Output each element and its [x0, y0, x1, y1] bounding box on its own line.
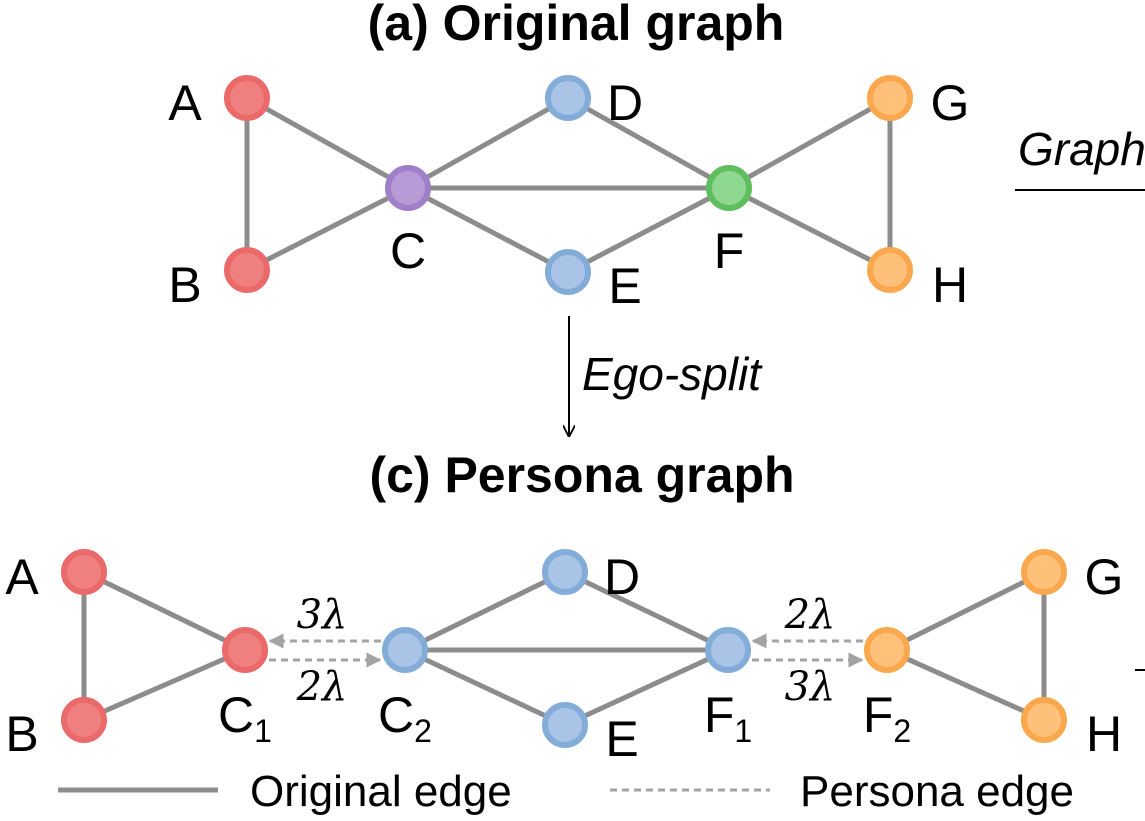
- persona-node-c2: [382, 627, 428, 673]
- persona-node-f2: [864, 627, 910, 673]
- persona-node-label-d: D: [604, 549, 640, 605]
- persona-node-label-c1: C1: [218, 687, 272, 749]
- original-edge-e-f: [566, 185, 731, 275]
- persona-node-label-f1: F1: [704, 687, 752, 749]
- original-node-label-d: D: [607, 75, 643, 131]
- persona-edge-e-f1: [563, 647, 730, 728]
- persona-node-label-g: G: [1085, 549, 1124, 605]
- persona-node-d: [542, 549, 588, 595]
- original-edge-d-f: [566, 95, 731, 191]
- persona-node-e: [542, 702, 588, 748]
- original-graph-labels: A B C D E F G H: [168, 75, 969, 314]
- persona-edge-weight-f1-f2: 3λ: [785, 664, 836, 710]
- original-edge-c-d: [406, 95, 570, 191]
- original-edge-f-h: [727, 185, 892, 273]
- legend-original-edge-label: Original edge: [250, 767, 512, 816]
- persona-node-h: [1021, 697, 1067, 743]
- persona-node-a: [61, 549, 107, 595]
- original-node-label-a: A: [168, 75, 202, 131]
- persona-edge-c2-e: [403, 647, 567, 728]
- persona-edge-d-f1: [563, 569, 730, 653]
- persona-node-b: [61, 697, 107, 743]
- persona-graph-nodes: [61, 549, 1067, 748]
- original-node-label-b: B: [168, 257, 201, 313]
- legend-persona-edge-label: Persona edge: [800, 767, 1074, 816]
- original-edge-c-e: [406, 185, 570, 275]
- persona-edge-a-c1: [82, 569, 247, 653]
- graph-cut-label: Graph: [1018, 123, 1145, 175]
- original-node-e: [545, 249, 591, 295]
- ego-split-label: Ego-split: [582, 348, 763, 400]
- original-edge-f-g: [727, 95, 892, 191]
- persona-edge-c2-d: [403, 569, 567, 653]
- persona-node-g: [1021, 549, 1067, 595]
- persona-node-label-f2: F2: [863, 687, 911, 749]
- persona-edge-weight-c2-c1: 3λ: [297, 592, 348, 638]
- original-graph-nodes: [224, 75, 913, 295]
- persona-node-f1: [705, 627, 751, 673]
- original-node-label-e: E: [608, 258, 641, 314]
- persona-edge-weight-c1-c2: 2λ: [296, 664, 348, 710]
- original-edge-b-c: [245, 185, 410, 273]
- title-original-graph: (a) Original graph: [368, 0, 785, 51]
- original-node-a: [224, 75, 270, 121]
- persona-node-label-h: H: [1086, 706, 1122, 762]
- original-node-h: [867, 247, 913, 293]
- original-edge-a-c: [245, 95, 410, 191]
- persona-node-c1: [222, 627, 268, 673]
- original-node-b: [224, 247, 270, 293]
- persona-graph-labels: A B C1 C2 D E F1 F2 G H: [5, 549, 1123, 767]
- persona-node-label-b: B: [5, 706, 38, 762]
- original-node-g: [867, 75, 913, 121]
- original-node-c: [385, 165, 431, 211]
- title-persona-graph: (c) Persona graph: [369, 447, 794, 503]
- persona-graph-edges: [81, 569, 1047, 728]
- persona-edge-b-c1: [83, 647, 246, 723]
- original-node-f: [706, 165, 752, 211]
- original-node-label-h: H: [932, 257, 968, 313]
- persona-edge-f2-g: [885, 569, 1046, 653]
- persona-edge-f2-h: [885, 647, 1046, 723]
- original-node-label-f: F: [714, 223, 745, 279]
- original-node-d: [545, 75, 591, 121]
- persona-graph-persona-edges: 3λ 2λ 3λ 2λ: [268, 592, 864, 710]
- original-node-label-c: C: [390, 223, 426, 279]
- persona-edge-weight-f2-f1: 2λ: [784, 592, 836, 638]
- persona-node-label-c2: C2: [378, 687, 432, 749]
- persona-node-label-a: A: [5, 549, 39, 605]
- original-graph-edges: [244, 95, 893, 275]
- original-node-label-g: G: [931, 75, 970, 131]
- persona-node-label-e: E: [605, 711, 638, 767]
